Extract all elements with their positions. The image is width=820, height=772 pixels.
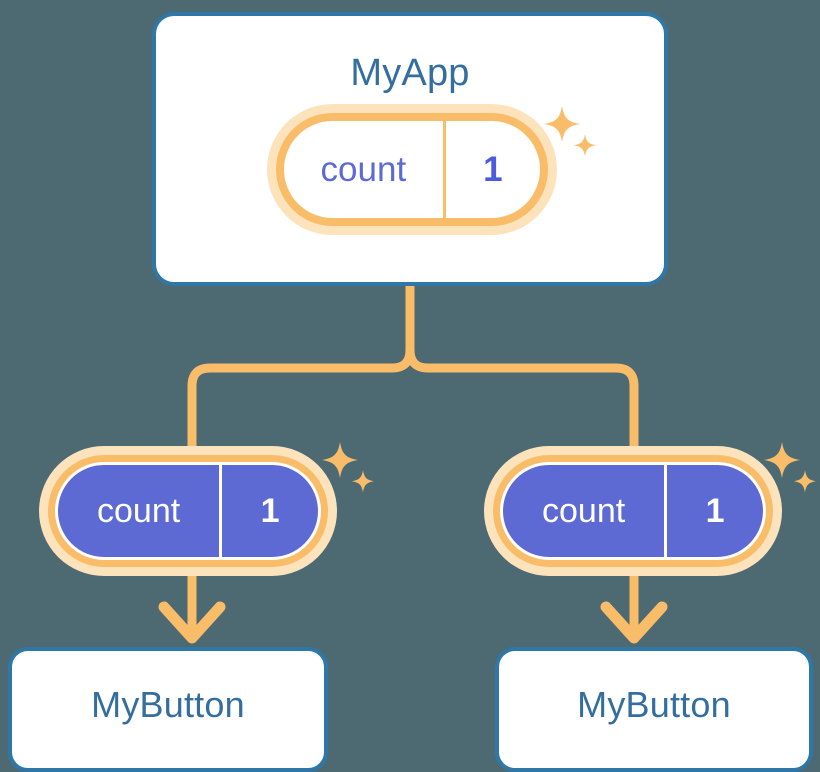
pill-body: count 1 — [284, 121, 540, 218]
mybutton-card-left[interactable]: MyButton — [8, 647, 328, 772]
state-pill-myapp[interactable]: count 1 — [267, 104, 557, 235]
state-pill-child-left[interactable]: count 1 — [39, 446, 337, 576]
state-key: count — [542, 491, 626, 530]
connector-left-branch — [187, 281, 415, 455]
state-pill-child-right[interactable]: count 1 — [484, 446, 782, 576]
myapp-title: MyApp — [350, 52, 470, 94]
state-key: count — [97, 491, 181, 530]
state-value: 1 — [664, 465, 763, 557]
state-key: count — [320, 149, 407, 189]
state-value: 1 — [219, 465, 318, 557]
mybutton-title: MyButton — [577, 684, 731, 725]
arrow-head-left — [158, 601, 226, 644]
arrow-head-right — [600, 601, 668, 644]
connector-right-branch — [405, 281, 639, 455]
state-value: 1 — [442, 121, 540, 218]
mybutton-card-right[interactable]: MyButton — [495, 647, 813, 772]
pill-body: count 1 — [500, 462, 766, 560]
pill-body: count 1 — [55, 462, 321, 560]
mybutton-title: MyButton — [91, 684, 245, 725]
